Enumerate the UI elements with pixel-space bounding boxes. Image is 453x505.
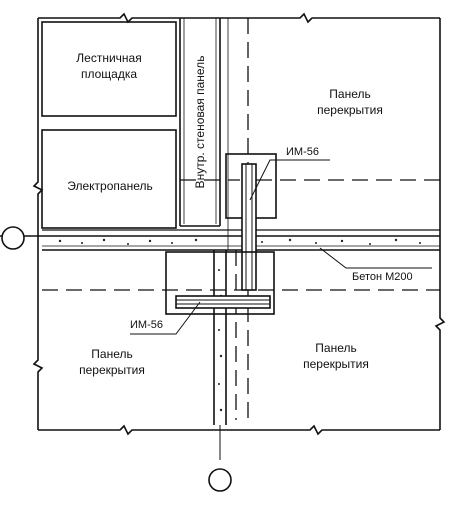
electro-panel-outline — [41, 129, 177, 229]
upper-embed-part — [241, 163, 257, 291]
label-inner-wall-panel: Внутр. стеновая панель — [193, 56, 207, 189]
axis-marker-bottom — [208, 468, 232, 492]
label-floor-panel-bl-2: перекрытия — [79, 363, 145, 377]
concrete-joint-band — [0, 229, 440, 251]
label-concrete: Бетон М200 — [352, 271, 413, 283]
label-electro-panel: Электропанель — [67, 179, 152, 193]
label-stair-landing-1: Лестничная — [76, 51, 141, 65]
label-floor-panel-tr-1: Панель — [329, 87, 370, 101]
concrete-fill-dots — [58, 238, 421, 245]
vertical-joint — [213, 250, 227, 460]
label-im56-top: ИМ-56 — [286, 146, 319, 158]
label-floor-panel-br-1: Панель — [315, 341, 356, 355]
label-stair-landing-2: площадка — [81, 67, 137, 81]
stair-landing-outline — [41, 21, 177, 117]
label-floor-panel-bl-1: Панель — [91, 347, 132, 361]
lower-embed-box — [165, 251, 275, 315]
leader-lines — [130, 159, 432, 335]
label-floor-panel-br-2: перекрытия — [303, 357, 369, 371]
label-floor-panel-tr-2: перекрытия — [317, 103, 383, 117]
label-im56-bottom: ИМ-56 — [130, 319, 163, 331]
axis-marker-left — [1, 226, 25, 250]
lower-embed-part — [175, 295, 271, 309]
inner-wall-panel — [179, 18, 221, 227]
